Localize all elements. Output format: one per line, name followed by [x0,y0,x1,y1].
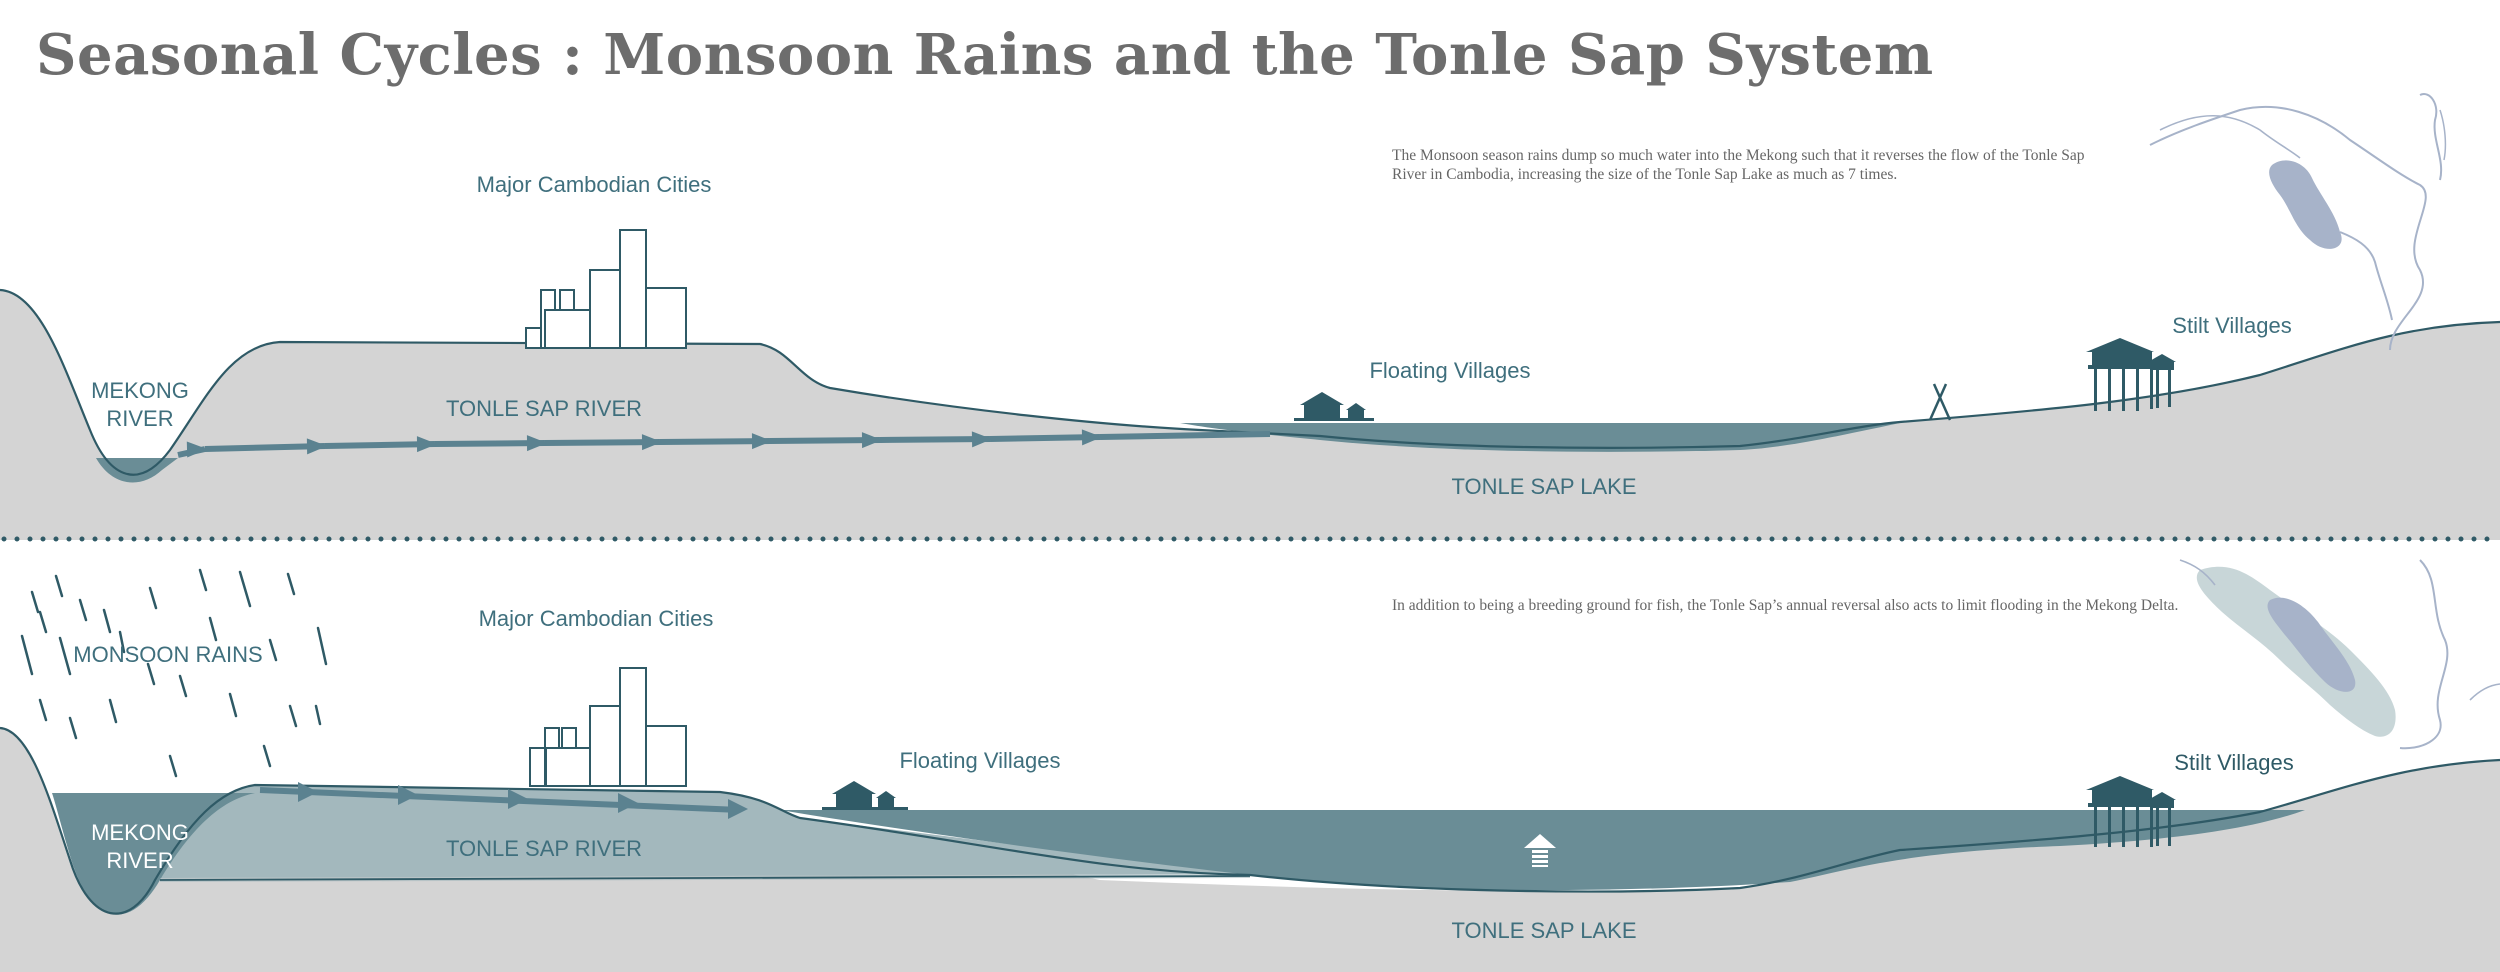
wet-season-caption: In addition to being a breeding ground f… [1392,597,2179,614]
wet-tonle-sap-river-label: TONLE SAP RIVER [446,836,642,861]
wet-river-bed-line [159,875,1251,881]
wet-flow-arrows [259,782,748,819]
wet-mekong-label-line2: RIVER [106,848,173,873]
dry-mekong-map-icon [2149,93,2447,351]
dry-mekong-label-line1: MEKONG [91,378,189,403]
wet-season-panel: Major Cambodian Cities MONSOON RAINS MEK… [0,559,2500,972]
monsoon-rain-icon [20,568,328,778]
dry-tonle-sap-lake-label: TONLE SAP LAKE [1451,474,1636,499]
wet-major-cities-label: Major Cambodian Cities [479,606,714,631]
dry-ground [0,290,2500,540]
dry-stilt-villages-label: Stilt Villages [2172,313,2291,338]
wet-floating-village-icon [822,781,908,810]
wet-mekong-label-line1: MEKONG [91,820,189,845]
wet-city-buildings-icon [529,667,687,787]
wet-stilt-villages-label: Stilt Villages [2174,750,2293,775]
wet-ground [0,728,2500,972]
dry-lake-water [1180,423,1900,452]
wet-monsoon-rains-label: MONSOON RAINS [73,642,262,667]
wet-floating-villages-label: Floating Villages [899,748,1060,773]
dry-city-buildings-icon [525,229,687,349]
wet-flood-overlay [160,785,1250,878]
dry-stilt-village-icon [2086,338,2176,411]
dry-flow-arrows [177,429,1271,458]
dry-season-panel: Major Cambodian Cities MEKONG RIVER TONL… [0,93,2500,540]
page-title: Seasonal Cycles : Monsoon Rains and the … [36,22,1934,88]
lake-rising-arrow-icon [1524,834,1556,867]
wet-tonle-sap-lake-label: TONLE SAP LAKE [1451,918,1636,943]
wet-stilt-village-icon [2086,776,2176,847]
dry-fishing-frame-icon [1928,383,1952,421]
dry-tonle-sap-river-label: TONLE SAP RIVER [446,396,642,421]
wet-mekong-map-icon [2179,559,2500,750]
dry-floating-village-icon [1294,392,1374,421]
dry-major-cities-label: Major Cambodian Cities [477,172,712,197]
wet-mekong-water [52,793,255,915]
dry-floating-villages-label: Floating Villages [1369,358,1530,383]
dry-season-caption: The Monsoon season rains dump so much wa… [1392,147,2085,183]
dry-mekong-label-line2: RIVER [106,406,173,431]
